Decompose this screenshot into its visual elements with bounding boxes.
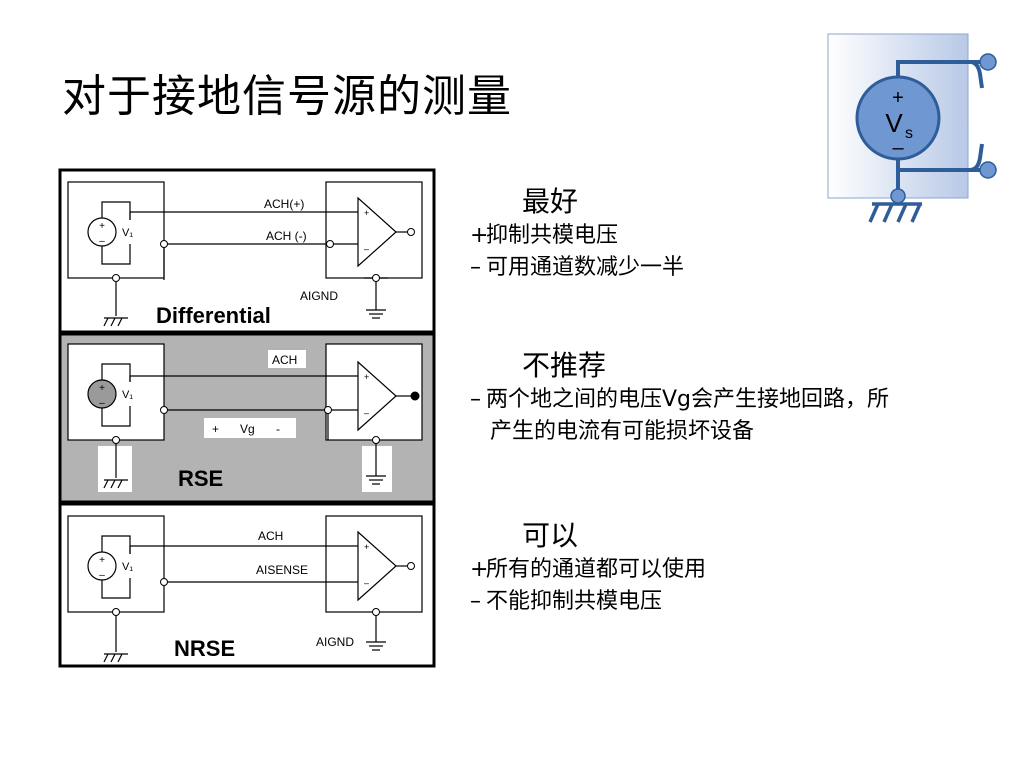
section-line: +抑制共模电压 [470,220,1010,252]
svg-text:+: + [99,555,105,566]
nrse-ground-label: AIGND [316,635,354,649]
svg-text:–: – [364,244,369,254]
source-terminal-top [969,60,984,89]
source-terminal-bottom-dot [979,161,997,179]
line-text: 抑制共模电压 [486,223,619,248]
nrse-input-bottom: AISENSE [256,563,308,577]
circuit-nrse: + – V₁ + – ACH AISENSE AIGND [58,502,436,668]
svg-text:–: – [364,408,369,418]
section-heading: 最好 [522,185,579,218]
circuit-differential: + – V₁ + – ACH(+) ACH (-) AIGND [58,168,436,334]
line-mark: + [470,223,489,248]
svg-text:+: + [99,221,105,232]
line-mark: – [470,589,481,614]
source-terminal-bottom [969,143,984,172]
section-heading: 可以 [522,519,579,552]
line-mark: – [470,255,481,280]
ground-node-dot [890,188,906,204]
section-differential: 最好 +抑制共模电压 –可用通道数减少一半 [470,184,1010,284]
svg-text:+: + [99,383,105,394]
line-text: 可用通道数减少一半 [486,255,685,280]
svg-text:–: – [99,398,105,409]
source-v: V [885,108,903,138]
line-mark: – [470,387,481,412]
svg-text:–: – [364,578,369,588]
line-text: 产生的电流有可能损坏设备 [490,419,755,444]
rse-vg-label: Vg [240,422,255,436]
source-plus: + [892,87,904,109]
line-text: 所有的通道都可以使用 [486,557,707,582]
line-text: 不能抑制共模电压 [486,589,663,614]
section-rse: 不推荐 –两个地之间的电压Vg会产生接地回路，所 产生的电流有可能损坏设备 [470,348,1010,448]
section-line: –两个地之间的电压Vg会产生接地回路，所 [470,384,1010,416]
section-heading: 不推荐 [522,349,607,382]
svg-text:+: + [364,208,369,218]
diff-input-bottom: ACH (-) [266,229,307,243]
measurement-circuits: + – V₁ + – ACH(+) ACH (-) AIGND [58,168,436,668]
slide-title: 对于接地信号源的测量 [62,71,512,122]
grounded-source-diagram: + V s – [827,33,997,223]
rse-vg-plus: + [212,422,219,436]
svg-text:+: + [364,372,369,382]
nrse-input-top: ACH [258,529,283,543]
rse-input-top: ACH [272,353,297,367]
rse-source-label: V₁ [122,389,133,401]
svg-text:–: – [99,236,105,247]
section-line: –不能抑制共模电压 [470,586,1010,618]
diff-source-label: V₁ [122,227,133,239]
source-minus: – [892,137,904,159]
section-line: –可用通道数减少一半 [470,252,1010,284]
rse-vg-minus: - [276,422,280,436]
line-mark: + [470,557,489,582]
diff-mode-label: Differential [156,303,271,328]
source-terminal-top-dot [979,53,997,71]
circuit-rse: + – V₁ + – ACH + Vg - [58,332,436,504]
rse-mode-label: RSE [178,466,223,491]
nrse-mode-label: NRSE [174,636,235,661]
voltage-source-circle [855,75,941,161]
section-line: +所有的通道都可以使用 [470,554,1010,586]
svg-text:+: + [364,542,369,552]
diff-input-top: ACH(+) [264,197,304,211]
line-text: 两个地之间的电压Vg会产生接地回路，所 [486,387,890,412]
section-nrse: 可以 +所有的通道都可以使用 –不能抑制共模电压 [470,518,1010,618]
diff-ground-label: AIGND [300,289,338,303]
section-line: 产生的电流有可能损坏设备 [470,416,1010,448]
svg-text:–: – [99,570,105,581]
nrse-source-label: V₁ [122,561,133,573]
source-sub: s [905,125,913,142]
